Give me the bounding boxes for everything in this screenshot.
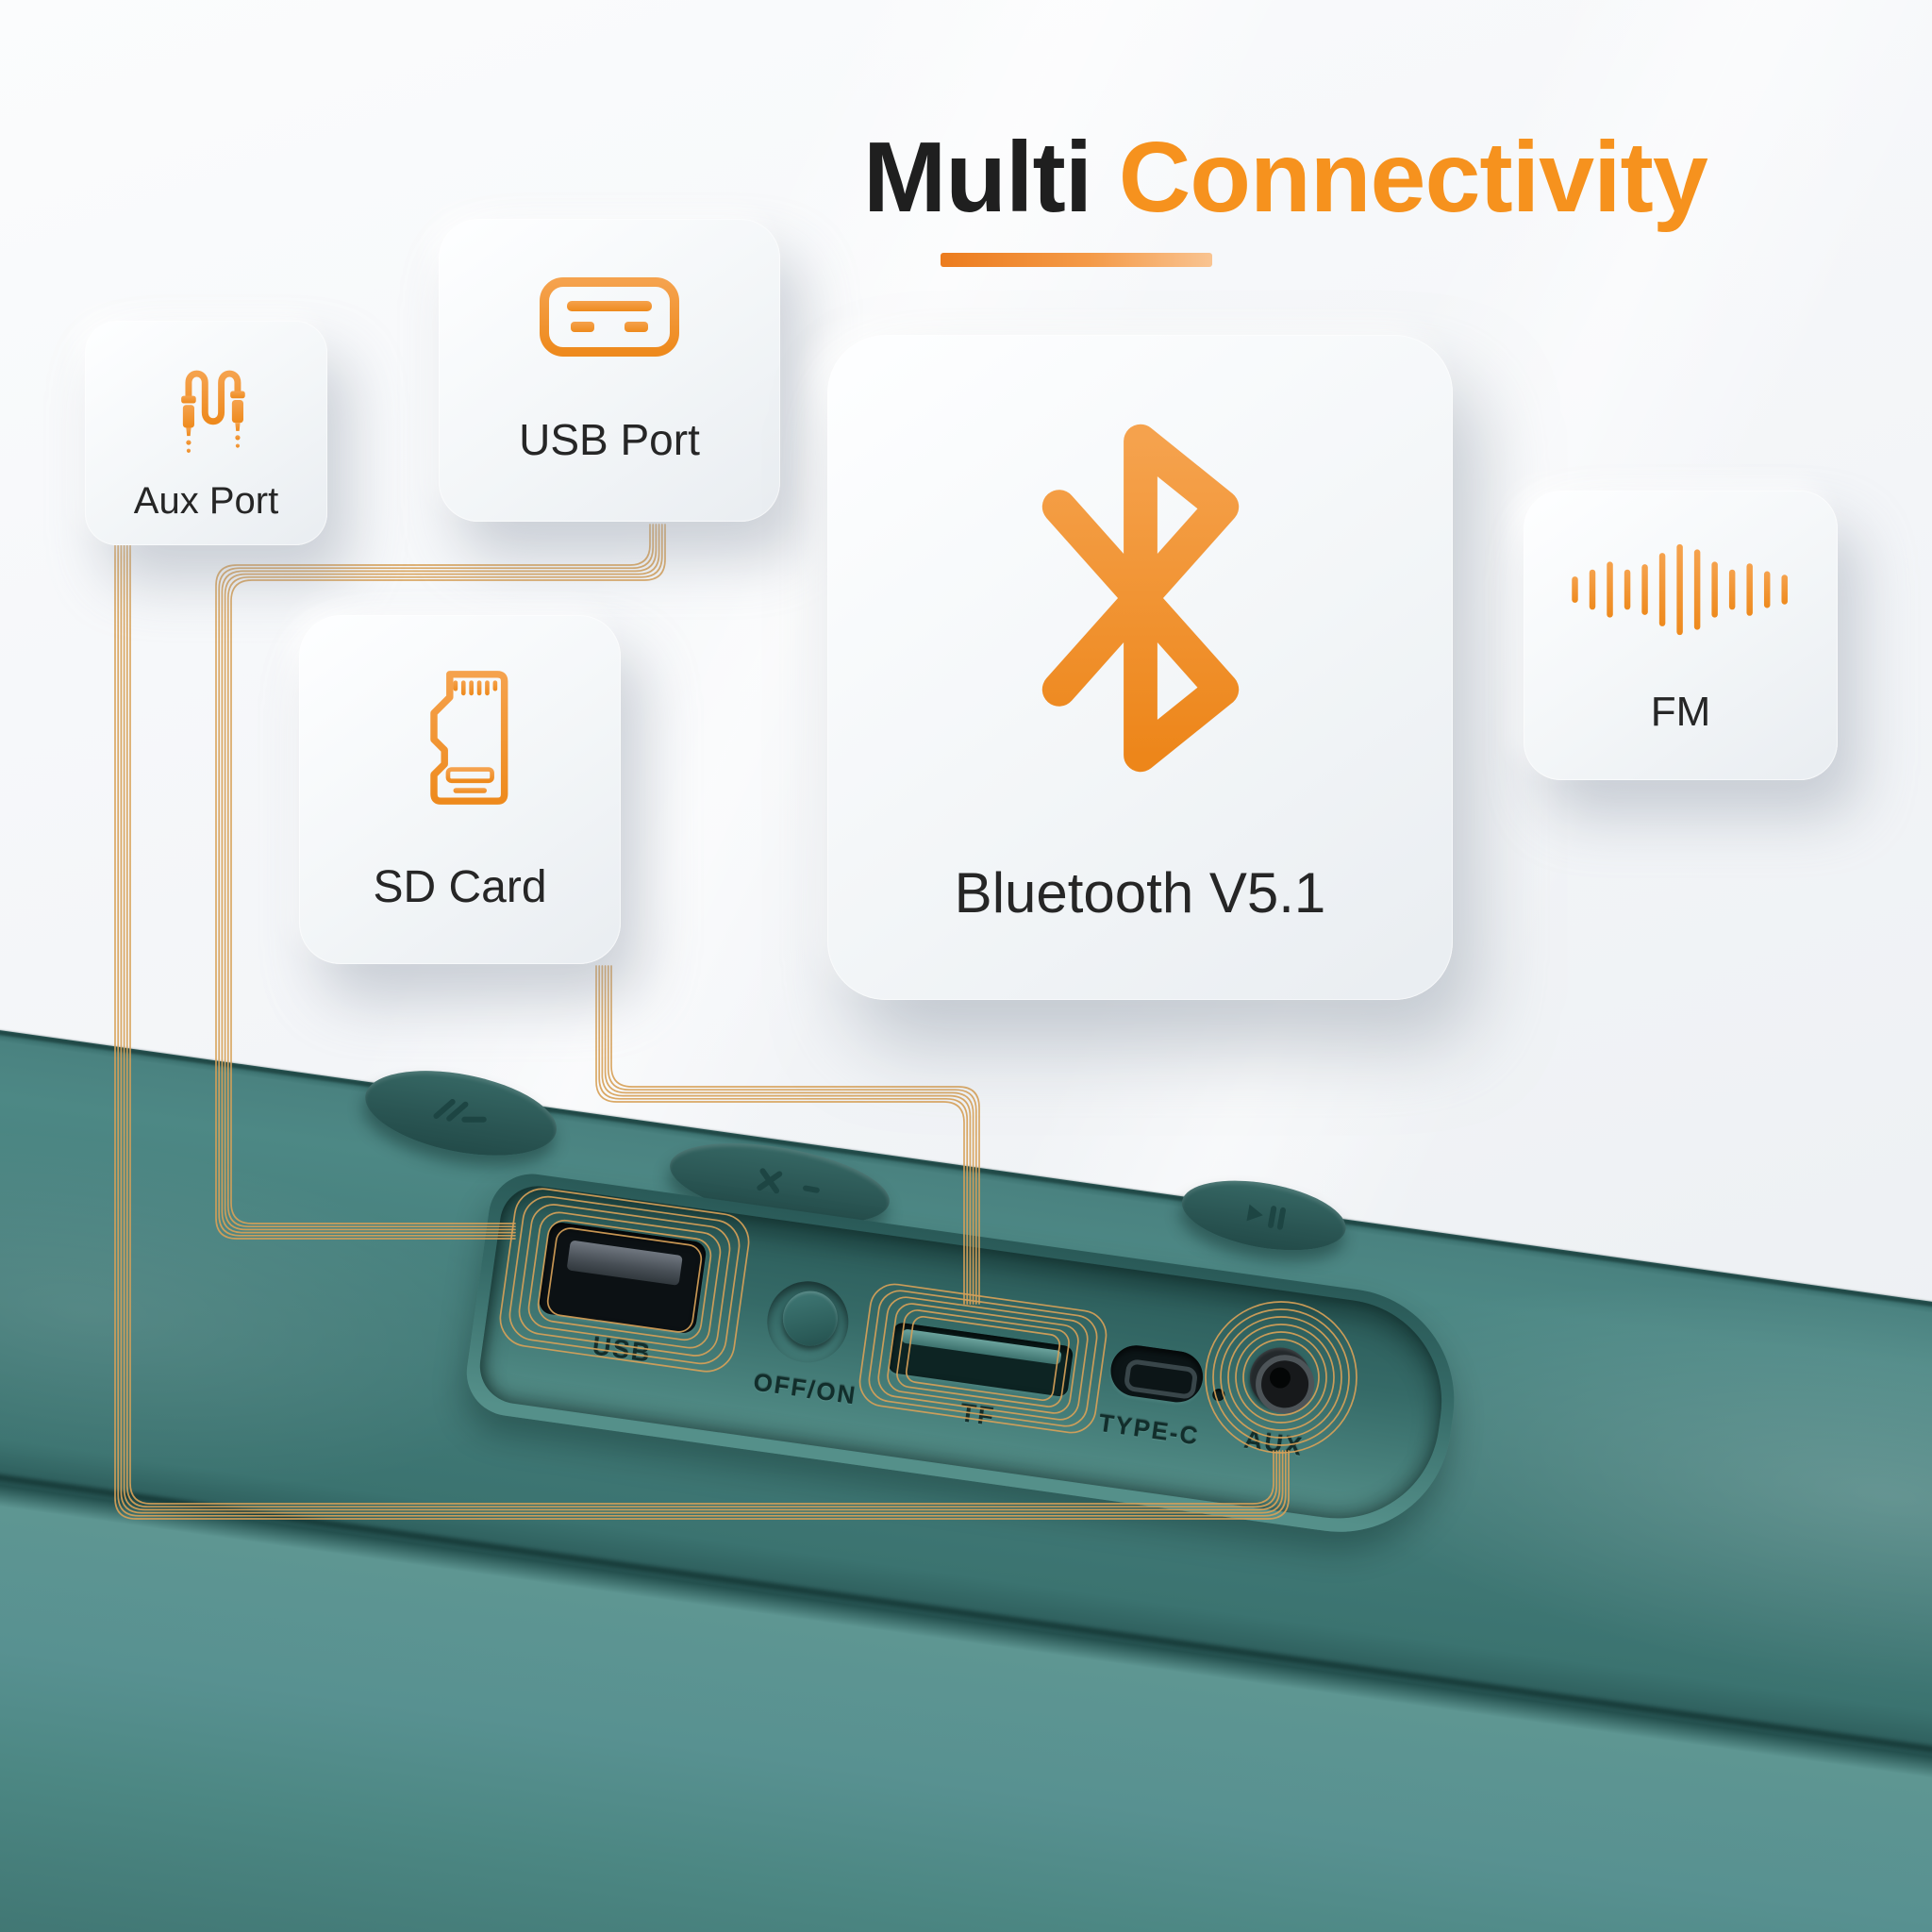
feature-card-sd: SD Card: [299, 615, 621, 964]
type-c-engraving: TYPE-C: [1096, 1407, 1202, 1451]
mic-hole: [1211, 1388, 1226, 1402]
page-title: Multi Connectivity: [863, 121, 1708, 235]
feature-label: Aux Port: [133, 479, 279, 522]
feature-label: SD Card: [373, 861, 547, 912]
soundbar-front-crease: [0, 1439, 1932, 1788]
title-highlight: Connectivity: [1118, 122, 1708, 233]
power-switch-knob: [779, 1287, 841, 1350]
soundbar-play-button: [1176, 1169, 1352, 1262]
feature-card-aux: Aux Port: [85, 321, 327, 545]
feature-card-bluetooth: Bluetooth V5.1: [827, 335, 1453, 1000]
aux-cable-icon: [158, 343, 256, 457]
feature-card-fm: FM: [1524, 491, 1838, 780]
title-underline: [941, 253, 1212, 267]
feature-label: USB Port: [519, 415, 700, 465]
tf-card-slot: [887, 1322, 1074, 1398]
usb-port-icon: [539, 275, 680, 358]
tf-slot-engraving: TF: [958, 1398, 997, 1432]
volume-button-glyph: [433, 1099, 487, 1123]
tf-card-edge: [901, 1328, 1062, 1365]
feature-label: Bluetooth V5.1: [954, 861, 1326, 925]
aux-jack-engraving: AUX: [1241, 1424, 1306, 1462]
soundbar-photo: USB OFF/ON TF TYPE-C AUX: [0, 1004, 1932, 1932]
mode-button-glyph: [757, 1168, 820, 1194]
type-c-inner: [1123, 1357, 1199, 1401]
usb-a-port: [537, 1221, 708, 1335]
bluetooth-icon: [999, 409, 1282, 787]
title-prefix: Multi: [863, 122, 1119, 233]
usb-a-tongue: [566, 1240, 683, 1286]
aux-jack: [1245, 1343, 1319, 1418]
fm-waveform-icon: [1563, 535, 1799, 644]
feature-label: FM: [1650, 689, 1711, 735]
usb-port-engraving: USB: [591, 1331, 654, 1368]
play-pause-glyph: [1246, 1204, 1287, 1230]
type-c-port: [1107, 1341, 1207, 1406]
sd-card-icon: [408, 666, 513, 809]
feature-card-usb: USB Port: [439, 219, 780, 522]
soundbar-volume-button: [358, 1057, 564, 1170]
power-switch: [762, 1276, 854, 1368]
power-switch-engraving: OFF/ON: [751, 1367, 859, 1410]
